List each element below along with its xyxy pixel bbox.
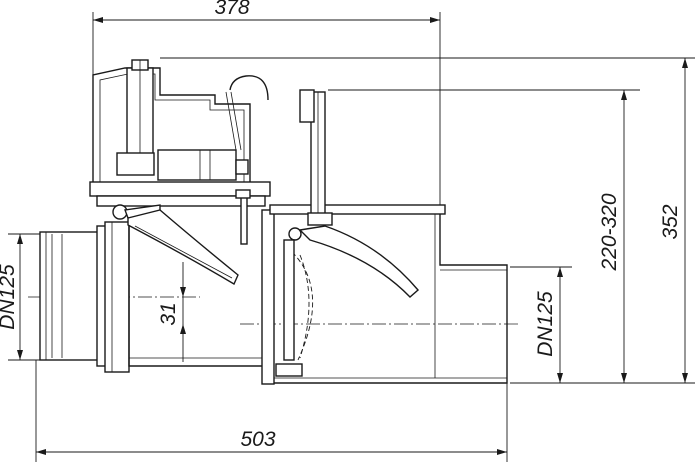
arrow-head xyxy=(557,267,563,277)
arrow-head xyxy=(180,324,186,334)
support-rod xyxy=(240,195,248,245)
arrow-head xyxy=(497,449,507,455)
arrow-head xyxy=(682,373,688,383)
manual-lever-handle xyxy=(299,89,315,123)
arrow-head xyxy=(557,373,563,383)
arrow-head xyxy=(17,234,23,244)
inlet-pipe xyxy=(39,221,130,373)
right-flap xyxy=(275,89,419,377)
label-503: 503 xyxy=(240,428,275,451)
label-outlet-dn125: DN125 xyxy=(534,291,557,357)
arrow-head xyxy=(180,287,186,297)
flap-open-position-inner xyxy=(299,254,310,359)
seal-foot xyxy=(275,363,303,377)
actuator-box xyxy=(157,149,237,181)
flap-plate-right xyxy=(298,225,419,298)
arrow-head xyxy=(430,17,440,23)
body-divider-wall xyxy=(261,209,275,385)
seal-ring xyxy=(283,239,295,361)
cable xyxy=(229,75,269,101)
flap-open-position xyxy=(291,251,313,361)
label-378: 378 xyxy=(214,0,249,19)
right-chamber-lid xyxy=(269,204,446,215)
dimension-lines xyxy=(8,12,695,462)
arrow-head xyxy=(17,350,23,360)
valve-body xyxy=(128,204,508,385)
lever-nut xyxy=(307,212,333,226)
dimension-labels: 378 503 352 220-320 31 DN125 DN125 xyxy=(0,0,682,451)
flap-hinge-right xyxy=(288,227,302,241)
housing-base xyxy=(96,195,266,207)
left-flap xyxy=(112,204,239,286)
arrow-head xyxy=(93,17,103,23)
arrow-head xyxy=(621,373,627,383)
label-inlet-dn125: DN125 xyxy=(0,264,19,330)
label-31: 31 xyxy=(157,302,180,325)
arrow-head xyxy=(36,449,46,455)
arrow-head xyxy=(621,90,627,100)
label-220-320: 220-320 xyxy=(598,193,621,271)
label-352: 352 xyxy=(659,204,682,239)
rod-nut xyxy=(235,189,251,199)
cable-gland xyxy=(235,159,249,175)
housing-outline xyxy=(92,67,251,185)
arrow-head xyxy=(682,58,688,68)
gear-box xyxy=(116,152,155,176)
flap-plate-left xyxy=(127,209,239,286)
flap-hinge-left xyxy=(112,204,128,220)
motor-housing xyxy=(89,59,271,245)
inlet-spigot xyxy=(39,231,101,361)
inlet-socket-ring xyxy=(104,221,130,373)
